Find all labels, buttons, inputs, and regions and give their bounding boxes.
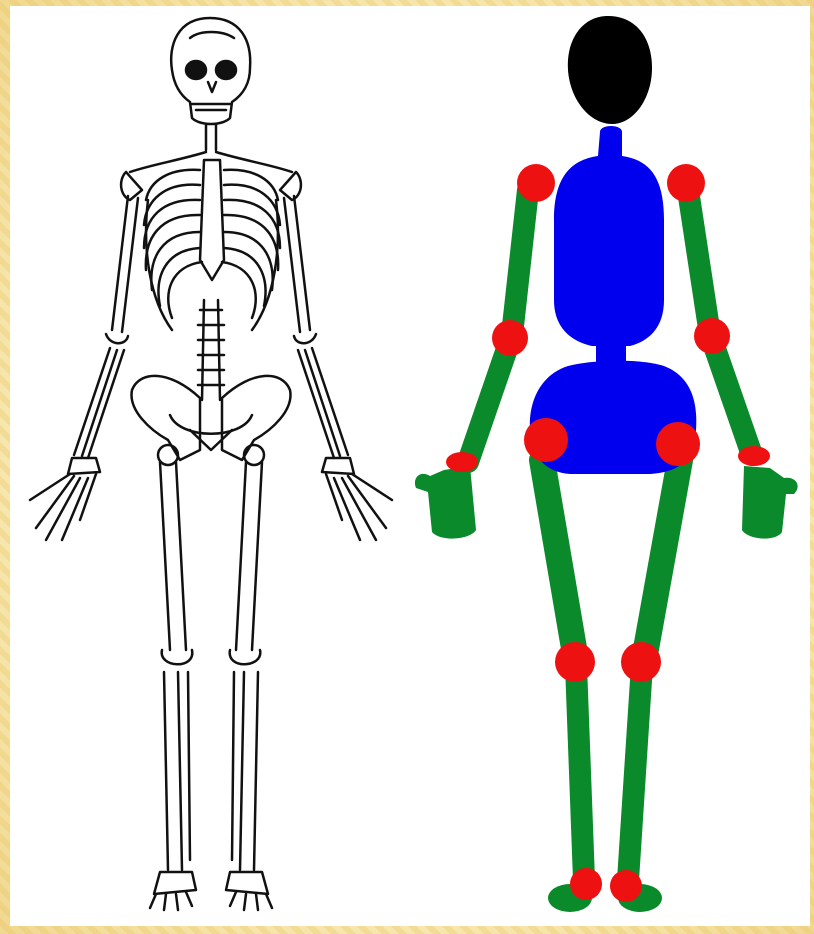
pelvis bbox=[132, 376, 291, 465]
left-foot-bones bbox=[150, 872, 196, 910]
right-hand bbox=[742, 466, 798, 539]
left-arm-bones bbox=[74, 196, 138, 458]
right-foot-bones bbox=[226, 872, 272, 910]
left-ankle-joint bbox=[570, 868, 602, 900]
left-wrist-joint bbox=[446, 452, 478, 472]
right-thigh bbox=[644, 460, 680, 660]
right-ankle-joint bbox=[610, 870, 642, 902]
left-upper-arm bbox=[512, 190, 528, 335]
right-elbow-joint bbox=[694, 318, 730, 354]
left-knee-joint bbox=[555, 642, 595, 682]
left-forearm bbox=[468, 340, 510, 462]
right-arm-bones bbox=[284, 196, 348, 458]
right-hand-bones bbox=[322, 458, 392, 540]
right-upper-arm bbox=[688, 190, 710, 335]
right-leg-bones bbox=[230, 462, 262, 870]
skull bbox=[171, 18, 250, 124]
right-forearm bbox=[712, 340, 752, 455]
left-hand bbox=[415, 466, 476, 539]
left-hip-joint bbox=[524, 418, 568, 462]
right-shoulder-joint bbox=[667, 164, 705, 202]
left-thigh bbox=[542, 460, 576, 660]
left-shin bbox=[576, 665, 584, 880]
right-wrist-joint bbox=[738, 446, 770, 466]
figure-canvas bbox=[10, 6, 810, 926]
rib-cage bbox=[144, 160, 280, 330]
skeleton-drawing bbox=[30, 18, 392, 910]
body-model bbox=[415, 16, 798, 912]
left-leg-bones bbox=[160, 462, 192, 870]
left-hand-bones bbox=[30, 458, 100, 540]
figure-panel bbox=[10, 6, 810, 926]
right-shin bbox=[628, 665, 642, 880]
right-hip-joint bbox=[656, 422, 700, 466]
left-elbow-joint bbox=[492, 320, 528, 356]
chest bbox=[554, 126, 664, 346]
left-shoulder-joint bbox=[517, 164, 555, 202]
head bbox=[568, 16, 652, 124]
right-knee-joint bbox=[621, 642, 661, 682]
